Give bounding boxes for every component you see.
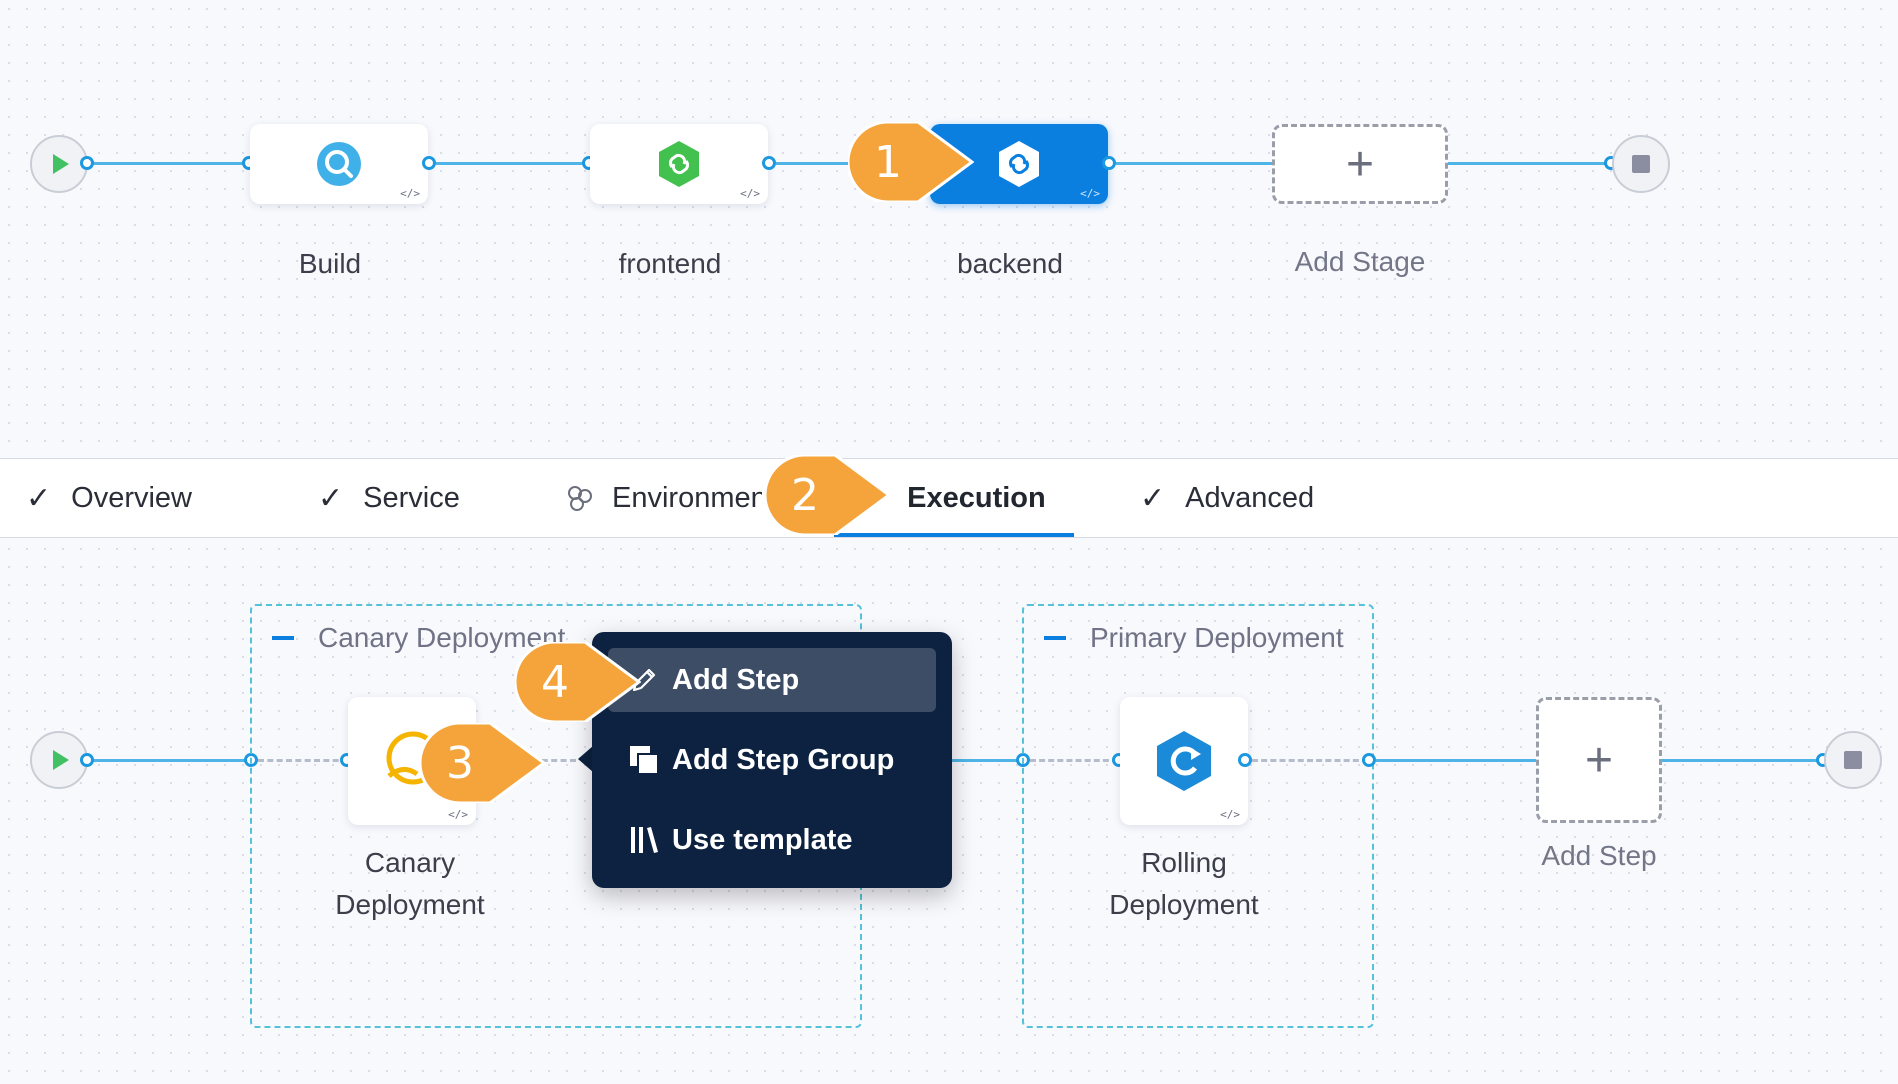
tab-advanced[interactable]: ✓ Advanced xyxy=(1140,459,1314,537)
callout-marker-1: 1 xyxy=(848,122,974,202)
callout-number: 1 xyxy=(874,136,902,188)
tab-overview[interactable]: ✓ Overview xyxy=(26,459,192,537)
callout-number: 2 xyxy=(791,469,819,521)
stage-label-backend: backend xyxy=(957,248,1063,279)
callout-marker-4: 4 xyxy=(515,642,641,722)
add-stage-label: Add Stage xyxy=(1294,246,1426,277)
step-label-line: Rolling xyxy=(1141,847,1227,878)
menu-pointer xyxy=(578,746,593,772)
build-stage-icon xyxy=(317,142,361,186)
deploy-stage-icon xyxy=(659,141,699,187)
yaml-code-icon: </> xyxy=(1080,187,1100,200)
add-stage-button[interactable]: + xyxy=(1272,124,1448,204)
pipeline-end-node xyxy=(1612,135,1670,193)
template-icon xyxy=(624,824,664,856)
step-label-line: Deployment xyxy=(1109,889,1259,920)
collapse-icon[interactable] xyxy=(272,636,294,640)
step-card-rolling-deployment[interactable]: </> xyxy=(1120,697,1248,825)
yaml-code-icon: </> xyxy=(448,808,468,821)
check-icon: ✓ xyxy=(1140,481,1166,515)
stop-icon xyxy=(1632,155,1650,173)
tab-label: Environment xyxy=(612,481,762,514)
yaml-code-icon: </> xyxy=(400,187,420,200)
menu-item-label: Add Step xyxy=(672,663,800,696)
stage-card-frontend[interactable]: </> xyxy=(590,124,768,204)
menu-item-add-step-group[interactable]: Add Step Group xyxy=(608,728,936,792)
add-step-button[interactable]: + xyxy=(1536,697,1662,823)
callout-number: 4 xyxy=(541,656,569,708)
play-icon xyxy=(53,154,69,174)
plus-icon: + xyxy=(1345,137,1375,191)
step-label-line: Deployment xyxy=(335,889,485,920)
tab-label: Overview xyxy=(71,481,192,514)
stage-label-frontend: frontend xyxy=(618,248,722,279)
group-title-text: Primary Deployment xyxy=(1090,622,1344,653)
step-group-primary[interactable] xyxy=(1022,604,1374,1028)
tab-service[interactable]: ✓ Service xyxy=(318,459,460,537)
callout-number: 3 xyxy=(446,737,474,789)
group-title-text: Canary Deployment xyxy=(318,622,566,653)
pipeline-start-node xyxy=(30,135,88,193)
check-icon: ✓ xyxy=(318,481,344,515)
menu-item-label: Add Step Group xyxy=(672,743,895,776)
step-group-icon xyxy=(624,744,664,776)
tab-label: Service xyxy=(363,481,460,514)
execution-end-node xyxy=(1824,731,1882,789)
rolling-deployment-icon xyxy=(1157,731,1211,791)
yaml-code-icon: </> xyxy=(740,187,760,200)
add-step-label: Add Step xyxy=(1541,840,1657,871)
plus-icon: + xyxy=(1584,733,1614,787)
yaml-code-icon: </> xyxy=(1220,808,1240,821)
step-label-rolling: Rolling Deployment xyxy=(1074,842,1294,926)
check-icon: ✓ xyxy=(26,481,52,515)
deploy-stage-icon xyxy=(999,141,1039,187)
step-label-line: Canary xyxy=(364,847,456,878)
menu-item-add-step[interactable]: Add Step xyxy=(608,648,936,712)
menu-item-use-template[interactable]: Use template xyxy=(608,808,936,872)
callout-marker-2: 2 xyxy=(765,455,891,535)
group-title-primary: Primary Deployment xyxy=(1044,622,1344,654)
stage-tab-bar: ✓ Overview ✓ Service Environment ✓ Execu… xyxy=(0,458,1898,538)
environment-icon xyxy=(568,486,592,511)
execution-start-node xyxy=(30,731,88,789)
add-step-menu: Add Step Add Step Group Use template xyxy=(592,632,952,888)
collapse-icon[interactable] xyxy=(1044,636,1066,640)
tab-environment[interactable]: Environment xyxy=(566,459,762,537)
stage-label-build: Build xyxy=(298,248,362,279)
tab-label: Advanced xyxy=(1185,481,1315,514)
tab-label: Execution xyxy=(907,481,1046,514)
play-icon xyxy=(53,750,69,770)
step-label-canary: Canary Deployment xyxy=(300,842,520,926)
active-tab-indicator xyxy=(834,533,1074,537)
menu-item-label: Use template xyxy=(672,823,853,856)
stop-icon xyxy=(1844,751,1862,769)
group-title-canary: Canary Deployment xyxy=(272,622,565,654)
callout-marker-3: 3 xyxy=(420,723,546,803)
stage-card-build[interactable]: </> xyxy=(250,124,428,204)
